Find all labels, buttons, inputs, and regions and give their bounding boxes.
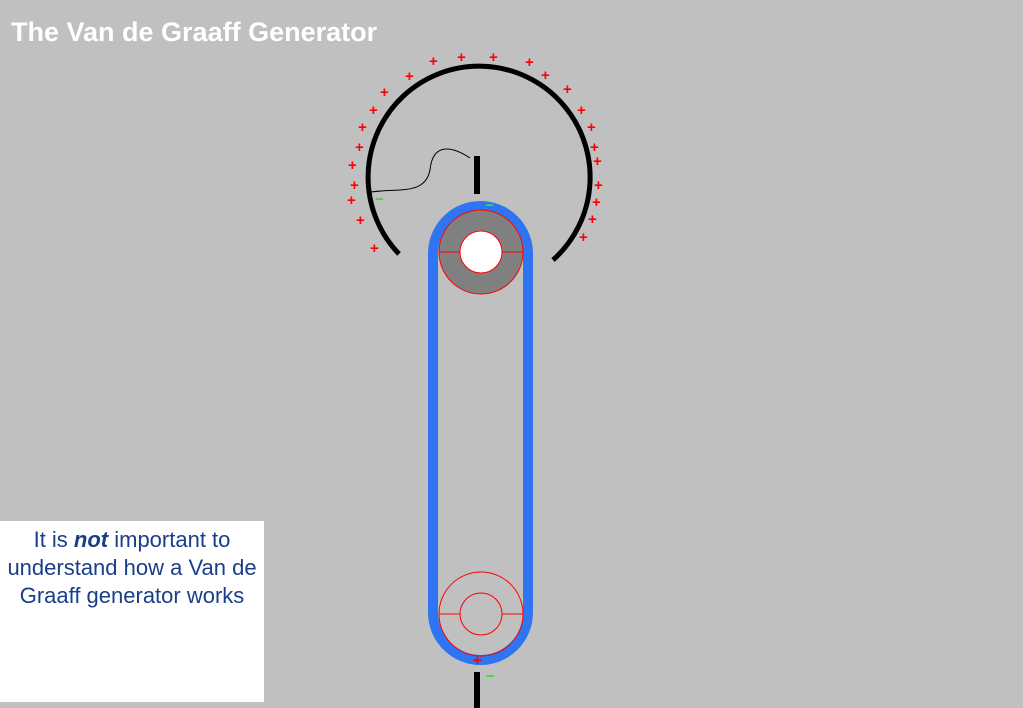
note-text-emphasis: not — [73, 527, 109, 552]
negative-charge-dome-inner: − — [375, 191, 384, 208]
positive-charge-belt-bottom: + — [473, 652, 482, 669]
note-text-suffix: important to understand how a Van de Gra… — [7, 527, 257, 608]
positive-charge: + — [563, 81, 572, 98]
positive-charge: + — [380, 84, 389, 101]
positive-charge: + — [457, 49, 466, 66]
top-roller — [438, 209, 524, 295]
positive-charge: + — [405, 68, 414, 85]
note-text-prefix: It is — [33, 527, 74, 552]
positive-charge: + — [541, 67, 550, 84]
positive-charge: + — [369, 102, 378, 119]
positive-charge: + — [579, 229, 588, 246]
positive-charge: + — [577, 102, 586, 119]
positive-charge: + — [370, 240, 379, 257]
positive-charge: + — [590, 139, 599, 156]
bottom-roller — [438, 571, 524, 657]
positive-charge: + — [348, 157, 357, 174]
dome — [365, 63, 593, 262]
positive-charge: + — [525, 54, 534, 71]
positive-charge: + — [347, 192, 356, 209]
connecting-wire — [370, 148, 471, 193]
positive-charge: + — [593, 153, 602, 170]
positive-charge: + — [355, 139, 364, 156]
slide-title: The Van de Graaff Generator — [11, 17, 378, 47]
positive-charge: + — [358, 119, 367, 136]
positive-charge: + — [356, 212, 365, 229]
note-box: It is not important to understand how a … — [0, 521, 264, 702]
positive-charge: + — [350, 177, 359, 194]
positive-charge: + — [594, 177, 603, 194]
negative-charge-bottom: − — [486, 668, 495, 685]
positive-charge: + — [588, 211, 597, 228]
belt — [428, 201, 533, 665]
dome-positive-charges: + + + + + + + + + + + + + + + + + + + + … — [347, 49, 603, 257]
negative-charge-belt-top: − — [485, 197, 494, 214]
positive-charge: + — [587, 119, 596, 136]
positive-charge: + — [489, 49, 498, 66]
positive-charge: + — [592, 194, 601, 211]
positive-charge: + — [429, 53, 438, 70]
